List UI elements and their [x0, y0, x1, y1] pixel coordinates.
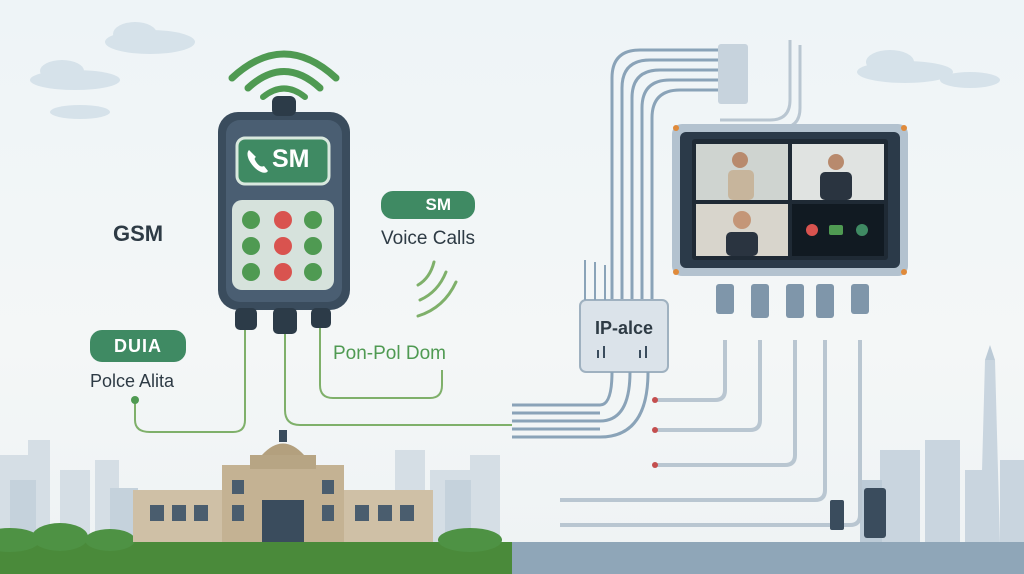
police-label: Polce Alita [90, 371, 175, 391]
voice-calls-label: Voice Calls [381, 228, 475, 249]
keypad [242, 211, 322, 281]
phone-icon [247, 150, 268, 173]
wifi-signal-icon [228, 50, 340, 100]
gsm-label: GSM [113, 221, 164, 246]
video-monitor [672, 124, 908, 276]
end-call-icon [856, 224, 868, 236]
gsm-pill: SM [381, 191, 475, 219]
ip-box [579, 299, 669, 373]
clouds [30, 22, 1000, 119]
cable-end-dots [652, 397, 658, 468]
wire-end-dot [131, 396, 139, 404]
ip-box-pins [584, 260, 606, 300]
duia-pill: DUIA [90, 330, 186, 362]
gsm-phone-device [218, 96, 350, 334]
ip-box-label: IP-alce [594, 318, 654, 338]
junction-boxes [830, 488, 886, 538]
cable-connector [718, 44, 748, 104]
video-cables [560, 340, 862, 527]
phone-screen-label: SM [272, 145, 310, 173]
cables-to-ip-box [599, 371, 650, 439]
cable-plugs [716, 284, 869, 318]
gsm-pill-label: SM [425, 195, 452, 214]
bushes [0, 523, 502, 552]
mic-mute-icon [806, 224, 818, 236]
right-skyline [880, 360, 1024, 545]
signal-waves-icon [416, 260, 458, 318]
camera-icon [829, 225, 843, 235]
video-participants [726, 152, 852, 256]
horizontal-cables [512, 403, 600, 439]
right-ground [512, 542, 1024, 574]
pon-label: Pon-Pol Dom [333, 343, 446, 364]
phone-wires [134, 325, 512, 433]
fiber-cables-top [610, 48, 740, 300]
grass-ground [0, 542, 512, 574]
police-building [133, 430, 433, 542]
